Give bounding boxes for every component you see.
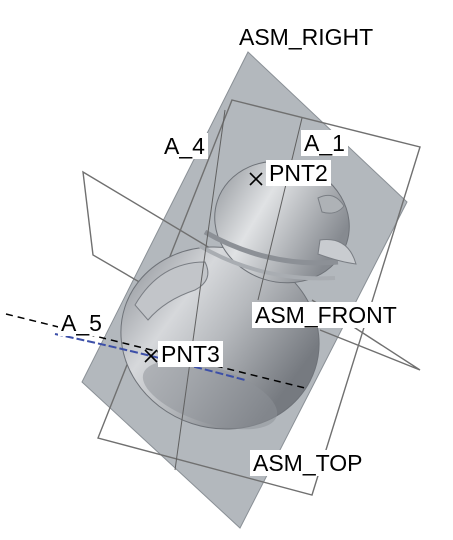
axis-a5-line[interactable] [5, 313, 306, 389]
axis-a5-label[interactable]: A_5 [58, 310, 105, 336]
axis-a1-line[interactable] [257, 117, 303, 301]
pnt2-marker-icon[interactable] [249, 172, 263, 186]
axis-a1-label[interactable]: A_1 [301, 130, 348, 156]
pnt2-label[interactable]: PNT2 [266, 160, 331, 186]
snowman-base-shadow [142, 360, 278, 430]
snowman-scarf [203, 229, 339, 266]
asm-front-label[interactable]: ASM_FRONT [252, 302, 400, 328]
asm-right-label[interactable]: ASM_RIGHT [236, 24, 377, 50]
snowman-left-arm [134, 261, 209, 321]
snowman-nose [317, 194, 345, 214]
blue-sketch-trace [54, 333, 246, 381]
axis-a4-label[interactable]: A_4 [161, 133, 208, 159]
snowman-right-arm [317, 239, 357, 265]
axis-a4-line[interactable] [174, 109, 226, 471]
pnt3-label[interactable]: PNT3 [158, 341, 223, 367]
pnt3-marker-icon[interactable] [144, 349, 158, 363]
asm-top-label[interactable]: ASM_TOP [250, 450, 366, 476]
